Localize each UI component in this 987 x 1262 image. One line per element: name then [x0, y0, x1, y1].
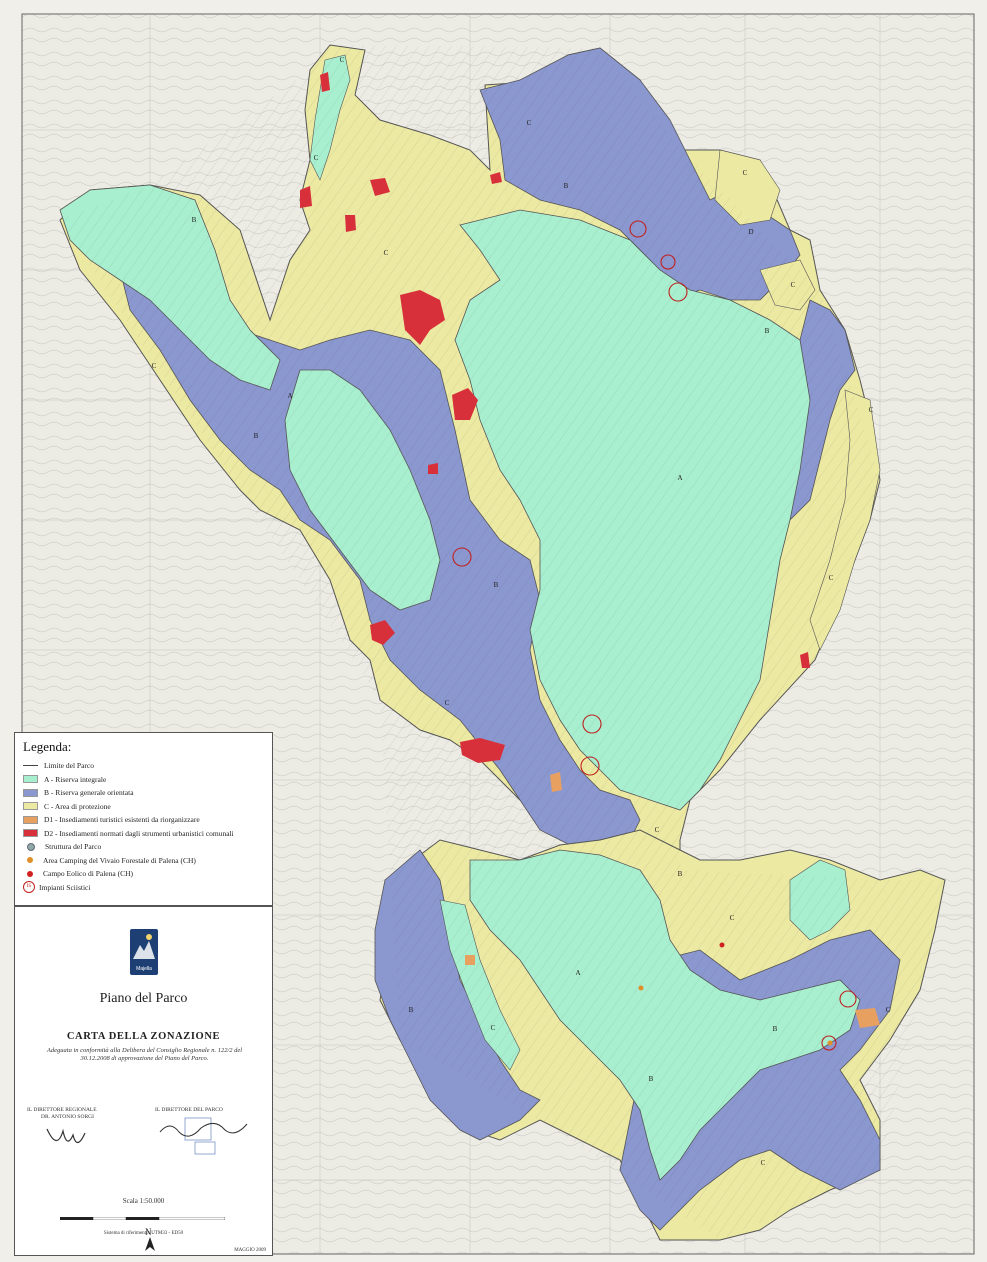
- scale-bar: [60, 1217, 225, 1220]
- zone-letter: C: [829, 574, 834, 582]
- legend-label: Impianti Sciistici: [39, 882, 91, 892]
- map-subtitle: Adeguata in conformità alla Delibera del…: [46, 1047, 243, 1062]
- legend-title: Legenda:: [23, 739, 72, 754]
- zone-letter: C: [886, 1006, 891, 1014]
- north-arrow: N: [145, 1227, 155, 1253]
- legend-label: A - Riserva integrale: [44, 774, 107, 784]
- zone-a-swatch: [23, 775, 38, 784]
- left-signature-block: IL DIRETTORE REGIONALE DR. ANTONIO SORGI: [27, 1107, 137, 1160]
- zone-d2-settlements: [300, 72, 810, 763]
- legend-label: D2 - Insediamenti normati dagli strument…: [44, 828, 234, 838]
- ski-facilities: [452, 220, 857, 1051]
- zone-letter: B: [192, 216, 197, 224]
- legend-item-zone-c: C - Area di protezione: [23, 800, 264, 814]
- zone-letter: C: [743, 169, 748, 177]
- right-signature-block: IL DIRETTORE DEL PARCO: [155, 1107, 265, 1161]
- date-label: MAGGIO 2009: [234, 1248, 266, 1253]
- right-signature: [159, 1117, 248, 1155]
- zone-letter: C: [152, 362, 157, 370]
- legend-label: B - Riserva generale orientata: [44, 788, 134, 798]
- ski-ring-icon: IS: [23, 881, 35, 894]
- legend-label: Struttura del Parco: [45, 842, 102, 852]
- mountain-icon: [133, 934, 155, 959]
- title-panel: Majella Piano del Parco CARTA DELLA ZONA…: [14, 906, 273, 1256]
- legend-label: Campo Eolico di Palena (CH): [43, 869, 133, 879]
- point-markers: [638, 942, 833, 1046]
- zone-letter: C: [491, 1024, 496, 1032]
- left-signature: [46, 1128, 86, 1144]
- zone-letter: C: [869, 406, 874, 414]
- zone-letter: B: [649, 1075, 654, 1083]
- zone-letter: C: [314, 154, 319, 162]
- zone-d1-swatch: [23, 815, 38, 824]
- park-structure-icon: [27, 842, 35, 851]
- zone-c-swatch: [23, 802, 38, 811]
- zone-b-swatch: [23, 788, 38, 797]
- left-signatory-name: DR. ANTONIO SORGI: [41, 1114, 94, 1120]
- left-signatory-role: IL DIRETTORE REGIONALE: [27, 1107, 97, 1113]
- zone-letter: C: [761, 1159, 766, 1167]
- map-frame: [21, 13, 975, 1255]
- zone-letter: C: [384, 249, 389, 257]
- scale-label: Scala 1:50.000: [122, 1197, 165, 1205]
- legend-label: Area Camping del Vivaio Forestale di Pal…: [43, 855, 196, 865]
- legend-item-ski: IS Impianti Sciistici: [23, 881, 264, 895]
- north-arrow-icon: [145, 1237, 155, 1251]
- legend-item-zone-a: A - Riserva integrale: [23, 773, 264, 787]
- zone-letter: C: [527, 119, 532, 127]
- zone-letter: D: [748, 228, 753, 236]
- zone-letter: C: [445, 699, 450, 707]
- legend-item-park-boundary: Limite del Parco: [23, 759, 264, 773]
- legend-item-camping: Area Camping del Vivaio Forestale di Pal…: [23, 854, 264, 868]
- plan-name: Piano del Parco: [99, 991, 188, 1006]
- zone-letter: A: [677, 474, 682, 482]
- zone-letter: B: [254, 432, 259, 440]
- legend-item-park-structure: Struttura del Parco: [23, 840, 264, 854]
- zone-letter: B: [773, 1025, 778, 1033]
- zone-d1-settlements: [465, 772, 880, 1028]
- zone-letter: B: [494, 581, 499, 589]
- north-label: N: [145, 1227, 152, 1237]
- map-title: CARTA DELLA ZONAZIONE: [66, 1031, 221, 1042]
- legend-label: D1 - Insediamenti turistici esistenti da…: [44, 815, 200, 825]
- zone-letter: A: [287, 392, 292, 400]
- legend-panel: Legenda: Limite del Parco A - Riserva in…: [14, 732, 273, 906]
- boundary-line-swatch: [23, 765, 38, 767]
- zone-labels: C C B C C A B B C C D C B C A B C C C B …: [152, 56, 891, 1167]
- legend-label: C - Area di protezione: [44, 801, 111, 811]
- zone-letter: C: [655, 826, 660, 834]
- terrain-texture: [60, 45, 945, 1240]
- legend-item-zone-b: B - Riserva generale orientata: [23, 786, 264, 800]
- camping-icon: [27, 857, 33, 864]
- zone-letter: C: [340, 56, 345, 64]
- zone-d2-swatch: [23, 829, 38, 838]
- legend-item-wind-farm: Campo Eolico di Palena (CH): [23, 867, 264, 881]
- zone-letter: B: [678, 870, 683, 878]
- legend-label: Limite del Parco: [44, 761, 94, 771]
- logo-text: Majella: [136, 966, 152, 972]
- reference-system: Sistema di riferimento: UTM33 - ED50: [103, 1231, 184, 1236]
- park-logo: Majella: [130, 929, 158, 975]
- legend-item-zone-d1: D1 - Insediamenti turistici esistenti da…: [23, 813, 264, 827]
- zone-letter: A: [575, 969, 580, 977]
- wind-farm-icon: [27, 870, 33, 877]
- zone-letter: B: [409, 1006, 414, 1014]
- legend-item-zone-d2: D2 - Insediamenti normati dagli strument…: [23, 827, 264, 841]
- zone-letter: B: [765, 327, 770, 335]
- right-signatory-role: IL DIRETTORE DEL PARCO: [155, 1107, 223, 1113]
- zone-letter: B: [564, 182, 569, 190]
- zone-letter: C: [730, 914, 735, 922]
- zone-letter: C: [791, 281, 796, 289]
